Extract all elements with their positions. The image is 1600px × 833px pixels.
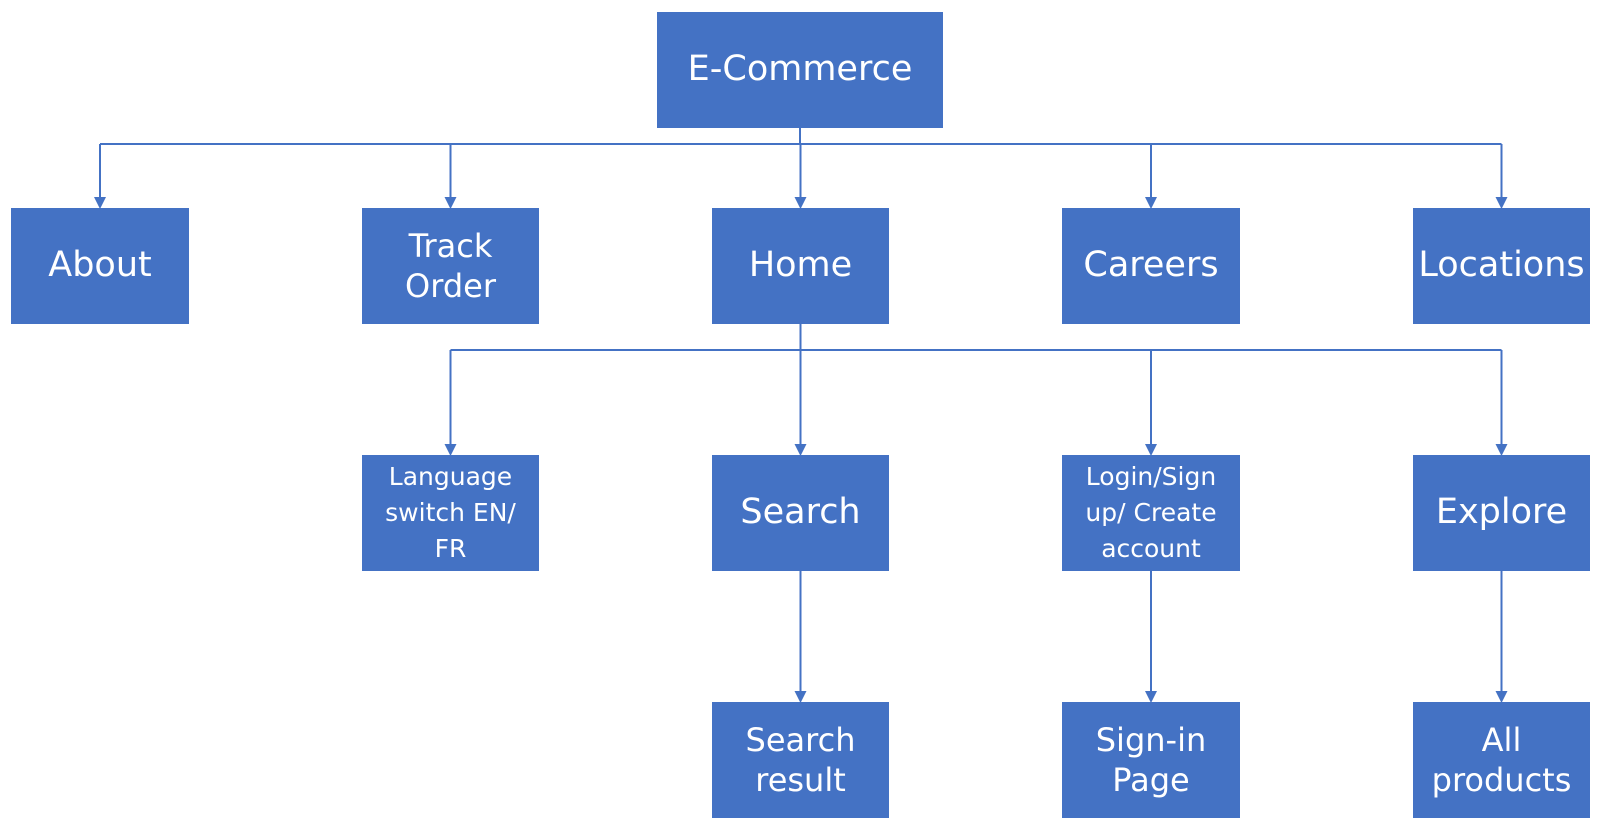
node-careers: Careers	[1062, 208, 1240, 324]
node-sign-in-page: Sign-in Page	[1062, 702, 1240, 818]
node-track-order: Track Order	[362, 208, 539, 324]
node-search-result: Search result	[712, 702, 889, 818]
node-all-products: All products	[1413, 702, 1590, 818]
node-e-commerce: E-Commerce	[657, 12, 943, 128]
node-locations: Locations	[1413, 208, 1590, 324]
node-login-sign-up: Login/Sign up/ Create account	[1062, 455, 1240, 571]
node-language-switch: Language switch EN/ FR	[362, 455, 539, 571]
node-home: Home	[712, 208, 889, 324]
node-search: Search	[712, 455, 889, 571]
node-about: About	[11, 208, 189, 324]
node-explore: Explore	[1413, 455, 1590, 571]
